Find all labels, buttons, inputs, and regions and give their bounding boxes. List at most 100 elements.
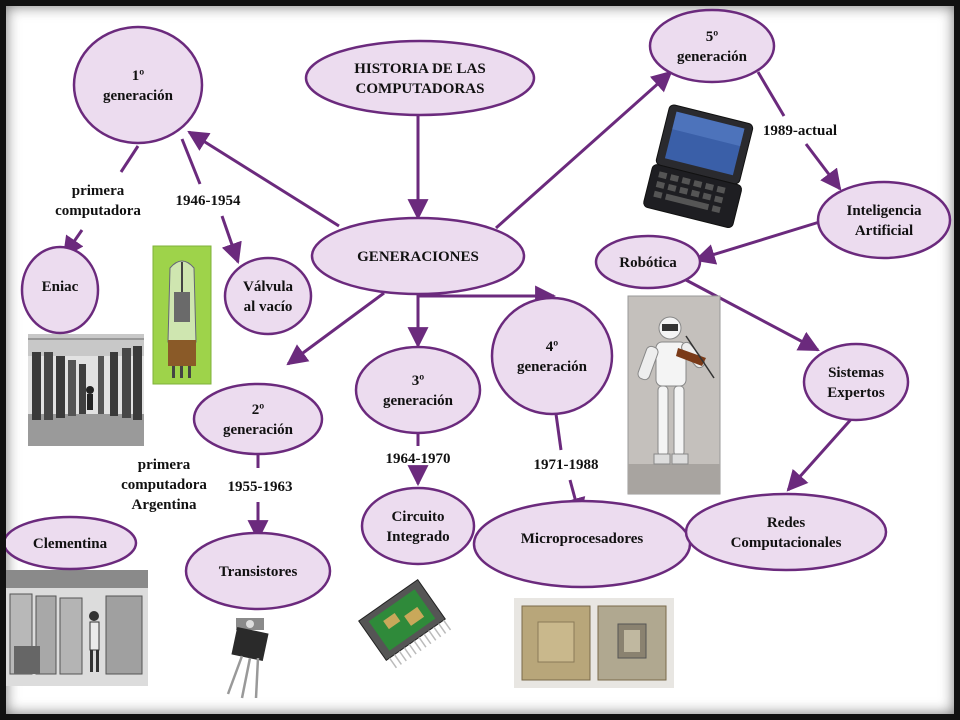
node-valvula-label: Válvula al vacío: [243, 279, 294, 315]
label-gen5-years: 1989-actual: [763, 123, 837, 139]
text-line: Sistemas: [828, 365, 884, 381]
node-historia[interactable]: HISTORIA DE LAS COMPUTADORAS: [304, 39, 536, 117]
text-line: generación: [677, 49, 748, 65]
edge-gen4-microprocesadores: [554, 413, 563, 451]
text-line: computadora: [55, 203, 141, 219]
text-line: 3º: [412, 373, 425, 389]
transistor-photo: [226, 618, 269, 699]
node-clementina-label: Clementina: [33, 536, 108, 552]
edge-gen5-inteligencia-2: [804, 143, 842, 191]
edges: [62, 70, 856, 542]
edge-generaciones-gen5: [495, 70, 673, 230]
text-line: 4º: [546, 339, 559, 355]
edge-gen1-valvula-2: [220, 215, 242, 264]
node-generaciones-label: GENERACIONES: [357, 249, 479, 265]
text-line: Inteligencia: [847, 203, 922, 219]
node-eniac-label: Eniac: [42, 279, 79, 295]
node-gen5-label: 5º generación: [677, 29, 748, 65]
diagram-canvas: HISTORIA DE LAS COMPUTADORAS GENERACIONES…: [6, 6, 954, 714]
nodes: HISTORIA DE LAS COMPUTADORAS GENERACIONES…: [6, 8, 952, 611]
text-line: generación: [103, 88, 174, 104]
node-gen1[interactable]: 1º generación: [72, 25, 204, 145]
node-valvula[interactable]: Válvula al vacío: [223, 256, 313, 336]
text-line: generación: [517, 359, 588, 375]
text-line: Robótica: [619, 255, 677, 271]
text-line: Circuito: [391, 509, 444, 525]
clementina-computer-photo: [6, 570, 148, 686]
label-primera-computadora: primera computadora: [55, 183, 141, 219]
node-transistores-label: Transistores: [219, 564, 298, 580]
microprocessor-chips-photo: [514, 598, 674, 688]
label-gen4-years: 1971-1988: [534, 457, 599, 473]
node-historia-label: HISTORIA DE LAS COMPUTADORAS: [354, 61, 485, 97]
text-line: Integrado: [386, 529, 449, 545]
label-gen3-years: 1964-1970: [386, 451, 451, 467]
edge-generaciones-gen2: [286, 291, 385, 366]
text-line: Computacionales: [731, 535, 842, 551]
integrated-circuit-photo: [358, 578, 452, 669]
text-line: generación: [383, 393, 454, 409]
node-generaciones[interactable]: GENERACIONES: [310, 216, 526, 296]
text-line: Argentina: [132, 497, 197, 513]
node-gen5[interactable]: 5º generación: [648, 8, 776, 84]
text-line: primera: [72, 183, 125, 199]
edge-robotica-sistemas: [685, 278, 820, 352]
text-line: GENERACIONES: [357, 249, 479, 265]
text-line: computadora: [121, 477, 207, 493]
text-line: Expertos: [827, 385, 885, 401]
text-line: al vacío: [244, 299, 293, 315]
eniac-photo: [28, 334, 144, 446]
node-transistores[interactable]: Transistores: [184, 531, 332, 611]
text-line: Redes: [767, 515, 805, 531]
node-gen1-label: 1º generación: [103, 68, 174, 104]
node-gen3-label: 3º generación: [383, 373, 454, 409]
text-line: Válvula: [243, 279, 294, 295]
text-line: Eniac: [42, 279, 79, 295]
node-clementina[interactable]: Clementina: [6, 515, 138, 571]
node-eniac[interactable]: Eniac: [20, 245, 100, 335]
edge-gen1-eniac: [119, 145, 140, 173]
node-gen4-label: 4º generación: [517, 339, 588, 375]
edge-generaciones-gen1: [187, 130, 340, 228]
edge-gen5-inteligencia: [756, 71, 786, 117]
node-microprocesadores[interactable]: Microprocesadores: [472, 499, 692, 589]
edge-gen1-valvula: [180, 138, 202, 185]
edge-inteligencia-robotica: [693, 218, 827, 265]
text-line: 2º: [252, 402, 265, 418]
node-gen3[interactable]: 3º generación: [354, 345, 482, 435]
text-line: Artificial: [855, 223, 913, 239]
text-line: 1989-actual: [763, 123, 837, 139]
text-line: Transistores: [219, 564, 298, 580]
text-line: COMPUTADORAS: [356, 81, 485, 97]
text-line: primera: [138, 457, 191, 473]
concept-map: HISTORIA DE LAS COMPUTADORAS GENERACIONES…: [6, 8, 952, 699]
vacuum-tube-photo: [152, 245, 212, 385]
text-line: HISTORIA DE LAS: [354, 61, 485, 77]
text-line: 1946-1954: [176, 193, 241, 209]
text-line: 1º: [132, 68, 145, 84]
node-robotica-label: Robótica: [619, 255, 677, 271]
text-line: Microprocesadores: [521, 531, 644, 547]
netbook-photo: [643, 104, 754, 228]
node-gen4[interactable]: 4º generación: [490, 296, 614, 416]
text-line: 1955-1963: [228, 479, 293, 495]
edge-labels: primera computadora 1946-1954 primera comp…: [55, 123, 837, 513]
text-line: 5º: [706, 29, 719, 45]
label-gen1-years: 1946-1954: [176, 193, 241, 209]
violin-robot-photo: [627, 295, 721, 495]
text-line: 1971-1988: [534, 457, 599, 473]
node-microprocesadores-label: Microprocesadores: [521, 531, 644, 547]
text-line: Clementina: [33, 536, 108, 552]
node-robotica[interactable]: Robótica: [594, 234, 702, 290]
label-gen2-years: 1955-1963: [228, 479, 293, 495]
